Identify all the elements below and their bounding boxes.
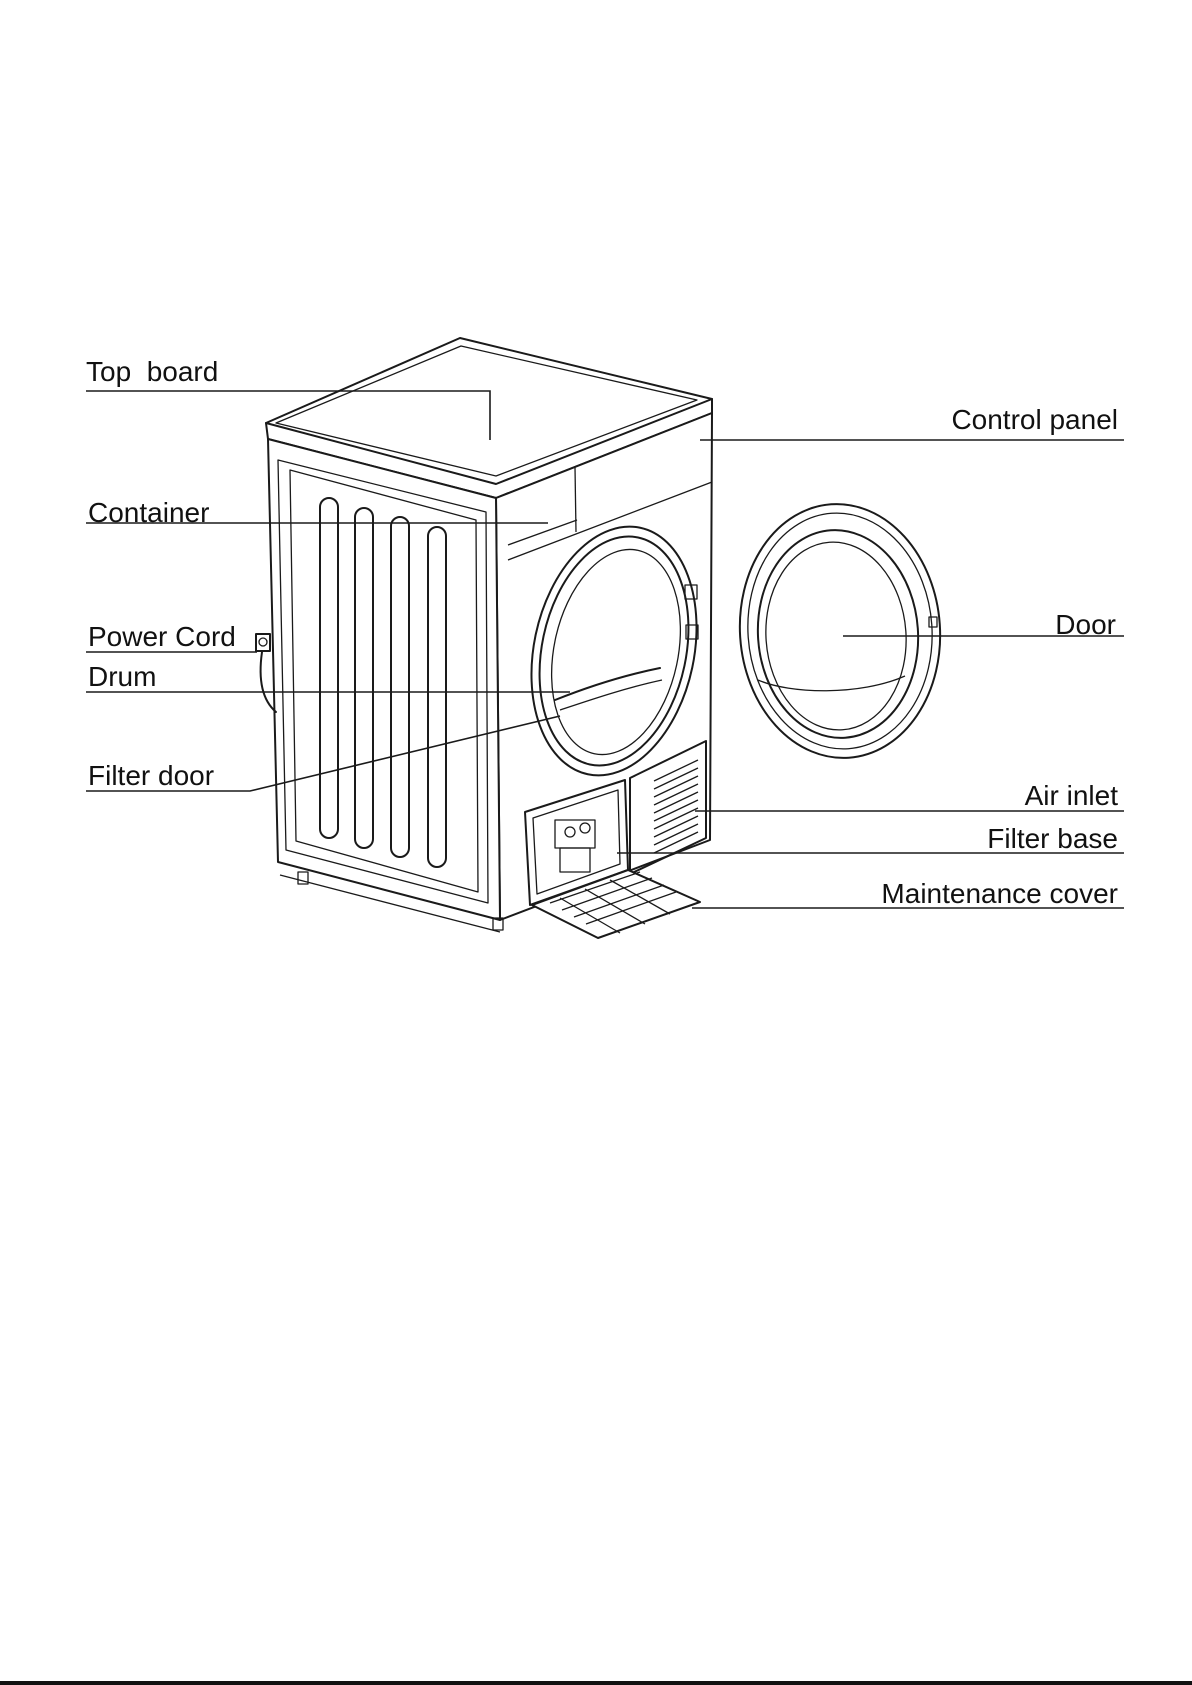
side-panel-shape xyxy=(268,439,503,932)
label-top-board: Top board xyxy=(86,356,218,387)
label-container: Container xyxy=(88,497,209,528)
page-bottom-rule xyxy=(0,1681,1192,1685)
label-control-panel: Control panel xyxy=(951,404,1118,435)
label-drum: Drum xyxy=(88,661,156,692)
label-power-cord: Power Cord xyxy=(88,621,236,652)
label-air-inlet: Air inlet xyxy=(1025,780,1119,811)
dryer-illustration xyxy=(256,338,949,938)
door-shape xyxy=(731,497,948,764)
label-filter-door: Filter door xyxy=(88,760,214,791)
label-maintenance-cover: Maintenance cover xyxy=(881,878,1118,909)
label-filter-base: Filter base xyxy=(987,823,1118,854)
label-door: Door xyxy=(1055,609,1116,640)
